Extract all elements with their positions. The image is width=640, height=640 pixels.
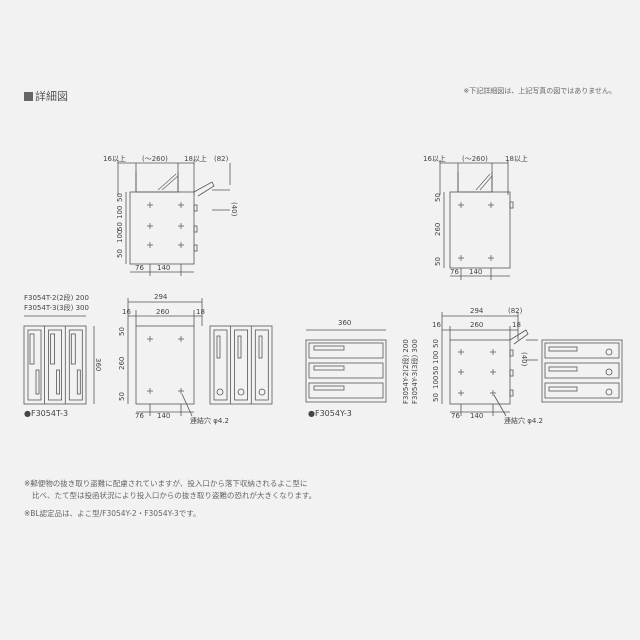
vdim: 50 xyxy=(432,366,440,375)
hdim: 140 xyxy=(157,264,170,272)
drawing-t-back: 294 16 260 18 50 260 50 76 140 連結穴 φ4.2 xyxy=(118,293,229,425)
vdim: 50 xyxy=(118,327,126,336)
vdim: 100 xyxy=(432,351,440,364)
y-width: 360 xyxy=(338,319,351,327)
dim: 260 xyxy=(470,321,483,329)
t-model-name: ●F3054T-3 xyxy=(24,409,68,418)
vdim: 50 xyxy=(432,339,440,348)
dim-center: (～260) xyxy=(462,155,488,163)
drawing-top-right: 16以上 (～260) 18以上 50 260 50 76 140 xyxy=(423,154,528,280)
vdim: 50 xyxy=(432,393,440,402)
drawing-y-front: 360 F3054Y-2(2段) 200 F3054Y-3(3段) 300 ●F… xyxy=(305,319,419,418)
dim-40: (40) xyxy=(230,202,238,217)
drawing-y-back: 294 (82) 16 260 18 (40) 50 100 50 100 50… xyxy=(432,307,543,425)
t-front-body xyxy=(23,325,87,405)
footnote: ※BL認定品は、よこ型/F3054Y-2・F3054Y-3です。 xyxy=(24,509,201,518)
dim-right: 18以上 xyxy=(505,154,528,163)
vdim: 260 xyxy=(434,223,442,236)
dim-left: 16以上 xyxy=(423,154,446,163)
vdim: 50 xyxy=(116,249,124,258)
hdim: 76 xyxy=(451,412,460,420)
y-front-body xyxy=(305,339,387,403)
vdim: 50 xyxy=(434,257,442,266)
dim: 18 xyxy=(196,308,205,316)
y-side-body xyxy=(541,339,623,403)
square-bullet-icon xyxy=(24,91,33,101)
hole-note: 連結穴 φ4.2 xyxy=(190,416,229,425)
t-label3: F3054T-3(3段) 300 xyxy=(24,303,89,312)
y-model-name: ●F3054Y-3 xyxy=(308,409,352,418)
drawing-top-left: 16以上 (～260) 18以上 (82) (40) 50 100 50 100… xyxy=(103,154,238,276)
dim: 260 xyxy=(156,308,169,316)
hdim: 76 xyxy=(135,264,144,272)
vdim: 50 xyxy=(118,392,126,401)
vdim: 100 xyxy=(116,230,124,243)
section-header: 詳細図 xyxy=(24,88,68,104)
t-back-width: 294 xyxy=(154,293,168,301)
header-note: ※下記詳細図は、上記写真の図ではありません。 xyxy=(463,87,616,95)
y-back-82: (82) xyxy=(508,307,523,315)
dim-left: 16以上 xyxy=(103,154,126,163)
y-label2: F3054Y-2(2段) 200 xyxy=(401,339,410,404)
t-label2: F3054T-2(2段) 200 xyxy=(24,293,89,302)
dim: 18 xyxy=(512,321,521,329)
dim-40: (40) xyxy=(520,352,528,367)
hdim: 76 xyxy=(450,268,459,276)
drawing-t-side xyxy=(209,325,273,405)
hdim: 140 xyxy=(469,268,482,276)
box-front xyxy=(449,191,511,269)
footnote: ※郵便物の抜き取り盗難に配慮されていますが、投入口から落下収納されるよこ型に xyxy=(24,479,308,488)
section-title: 詳細図 xyxy=(35,90,68,103)
dim-right: 18以上 xyxy=(184,154,207,163)
dim-center: (～260) xyxy=(142,155,168,163)
y-back-width: 294 xyxy=(470,307,484,315)
t-side-body xyxy=(209,325,273,405)
dim-far-right: (82) xyxy=(214,155,229,163)
vdim: 100 xyxy=(432,376,440,389)
dim: 16 xyxy=(122,308,131,316)
dim: 16 xyxy=(432,321,441,329)
hdim: 76 xyxy=(135,412,144,420)
drawing-y-side xyxy=(541,339,623,403)
vdim: 260 xyxy=(118,357,126,370)
t-height: 360 xyxy=(94,358,102,371)
y-label3: F3054Y-3(3段) 300 xyxy=(410,339,419,404)
vdim: 50 xyxy=(434,193,442,202)
hole-note: 連結穴 φ4.2 xyxy=(504,416,543,425)
box-front xyxy=(129,191,195,265)
hdim: 140 xyxy=(470,412,483,420)
vdim: 50 xyxy=(116,222,124,231)
vdim: 100 xyxy=(116,206,124,219)
hdim: 140 xyxy=(157,412,170,420)
drawing-t-front: F3054T-2(2段) 200 F3054T-3(3段) 300 360 ●F… xyxy=(23,293,102,418)
t-back-body xyxy=(135,325,195,405)
vdim: 50 xyxy=(116,193,124,202)
footnote: 比べ、たて型は投函状況により投入口からの抜き取り盗難の恐れが大きくなります。 xyxy=(32,491,317,500)
footnotes: ※郵便物の抜き取り盗難に配慮されていますが、投入口から落下収納されるよこ型に 比… xyxy=(24,478,316,520)
